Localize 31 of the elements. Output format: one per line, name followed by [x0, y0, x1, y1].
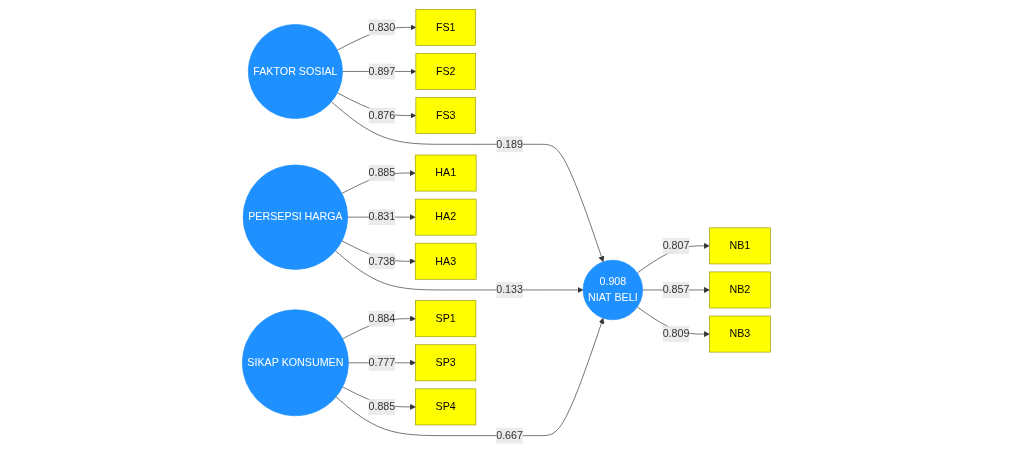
node-box: SP3	[414, 344, 476, 382]
node-box: SP1	[414, 300, 476, 338]
edge-label: 0.884	[368, 312, 395, 325]
node-box: FS2	[415, 53, 476, 90]
node-box: NB2	[708, 271, 771, 309]
edge-label: 0.667	[495, 429, 523, 441]
edge-label: 0.831	[368, 211, 395, 223]
node-box: FS3	[415, 97, 476, 134]
node-box: HA3	[414, 242, 477, 280]
edge-label: 0.857	[662, 283, 690, 296]
edge-label: 0.885	[368, 167, 395, 179]
edge-label: 0.809	[662, 328, 690, 340]
edge-label: 0.876	[368, 109, 395, 121]
edge-label: 0.777	[368, 356, 395, 369]
edge-label: 0.885	[368, 400, 395, 413]
edge-label: 0.133	[495, 283, 523, 296]
node-box: SP4	[414, 388, 476, 426]
node-box: FS1	[415, 9, 476, 46]
edge-label: 0.189	[495, 138, 523, 150]
node-circle: FAKTOR SOSIAL	[247, 24, 343, 119]
edge-label: 0.738	[368, 255, 395, 267]
node-circle: PERSEPSI HARGA	[242, 164, 348, 270]
node-circle: SIKAP KONSUMEN	[241, 309, 349, 417]
node-circle: 0.908 NIAT BELI	[582, 259, 643, 321]
node-box: HA2	[414, 198, 477, 236]
node-box: NB3	[708, 315, 771, 353]
edge-label: 0.830	[368, 21, 395, 33]
edge-label: 0.807	[662, 239, 690, 252]
node-box: HA1	[414, 154, 477, 192]
edge-label: 0.897	[368, 65, 395, 77]
node-box: NB1	[708, 227, 771, 265]
